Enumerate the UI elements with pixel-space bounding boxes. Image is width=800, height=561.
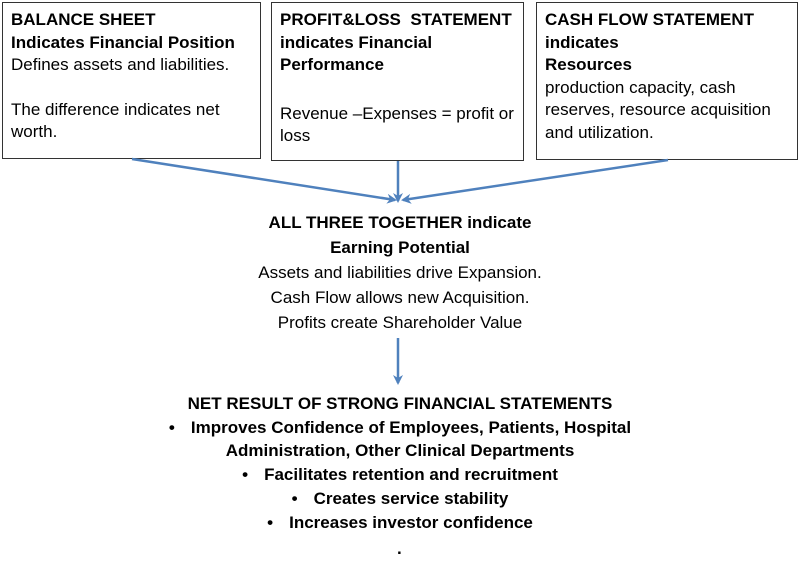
list-item-text: Increases investor confidence bbox=[289, 512, 533, 532]
balance-sheet-subtitle: Indicates Financial Position bbox=[11, 32, 235, 52]
list-item: • Improves Confidence of Employees, Patie… bbox=[100, 416, 700, 463]
balance-sheet-line1: Defines assets and liabilities. bbox=[11, 55, 230, 74]
cash-flow-box: CASH FLOW STATEMENT indicates Resources … bbox=[536, 2, 798, 160]
list-item-text: Creates service stability bbox=[313, 488, 509, 508]
arrow-balance-to-together bbox=[131, 157, 397, 204]
cash-flow-subtitle2: Resources bbox=[545, 55, 632, 74]
balance-sheet-line2: The difference indicates net worth. bbox=[11, 99, 220, 142]
profit-loss-title: PROFIT&LOSS STATEMENT bbox=[280, 10, 512, 29]
list-item: • Facilitates retention and recruitment bbox=[100, 463, 700, 487]
cash-flow-title: CASH FLOW STATEMENT bbox=[545, 10, 755, 29]
list-item: • Increases investor confidence bbox=[100, 511, 700, 535]
profit-loss-subtitle: indicates Financial Performance bbox=[280, 32, 433, 75]
balance-sheet-title: BALANCE SHEET bbox=[11, 10, 156, 29]
together-subtitle: Earning Potential bbox=[330, 238, 470, 257]
balance-sheet-box: BALANCE SHEET Indicates Financial Positi… bbox=[2, 2, 261, 159]
net-result-block: NET RESULT OF STRONG FINANCIAL STATEMENT… bbox=[100, 392, 700, 558]
list-item: • Creates service stability bbox=[100, 487, 700, 511]
net-result-title: NET RESULT OF STRONG FINANCIAL STATEMENT… bbox=[187, 394, 613, 413]
list-item-text: Improves Confidence of Employees, Patien… bbox=[190, 417, 632, 461]
bullet-icon: • bbox=[168, 417, 175, 437]
profit-loss-box: PROFIT&LOSS STATEMENT indicates Financia… bbox=[271, 2, 524, 161]
list-item-text: Facilitates retention and recruitment bbox=[264, 465, 558, 485]
cash-flow-line1: production capacity, cash reserves, reso… bbox=[545, 77, 771, 142]
net-result-list: • Improves Confidence of Employees, Patie… bbox=[100, 416, 700, 535]
bullet-icon: • bbox=[242, 465, 249, 485]
together-line-2: Cash Flow allows new Acquisition. bbox=[270, 288, 530, 307]
trailing-dot: . bbox=[397, 539, 402, 558]
together-title: ALL THREE TOGETHER indicate bbox=[268, 213, 532, 232]
earning-potential-block: ALL THREE TOGETHER indicate Earning Pote… bbox=[180, 210, 620, 335]
bullet-icon: • bbox=[291, 488, 298, 508]
bullet-icon: • bbox=[267, 512, 274, 532]
arrow-cashflow-to-together bbox=[401, 158, 669, 204]
together-line-3: Profits create Shareholder Value bbox=[277, 313, 523, 332]
cash-flow-subtitle1: indicates bbox=[545, 32, 619, 52]
together-line-1: Assets and liabilities drive Expansion. bbox=[258, 263, 542, 282]
profit-loss-line1: Revenue –Expenses = profit or loss bbox=[280, 103, 514, 146]
